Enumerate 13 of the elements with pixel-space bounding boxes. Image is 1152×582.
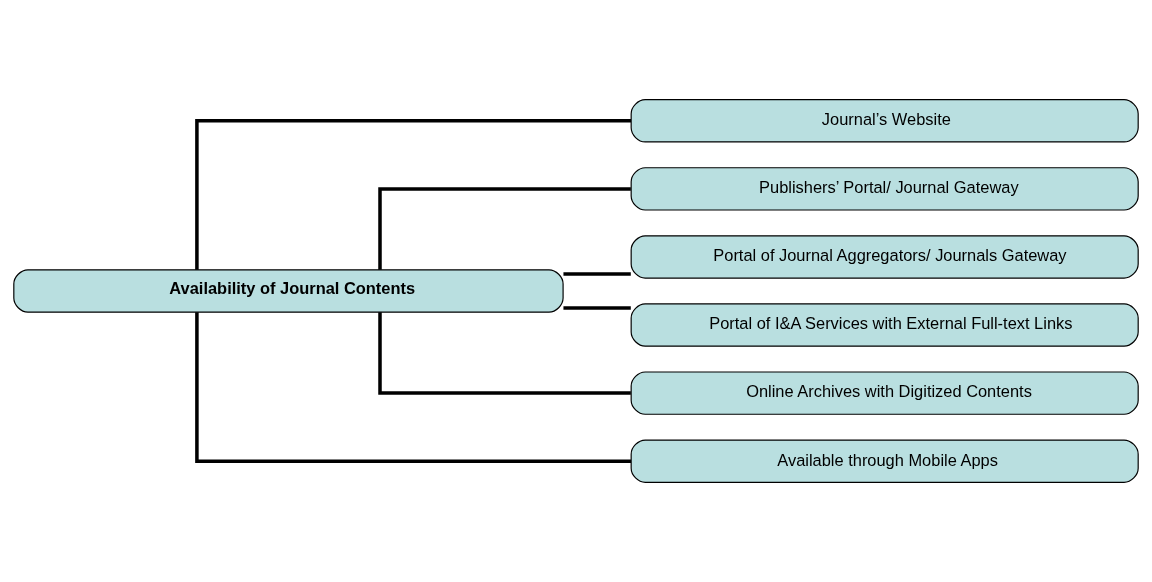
connector bbox=[378, 312, 631, 395]
node-box: Availability of Journal Contents bbox=[13, 269, 564, 313]
node-box: Available through Mobile Apps bbox=[630, 439, 1139, 483]
node-box: Portal of Journal Aggregators/ Journals Gateway bbox=[630, 235, 1139, 279]
connector bbox=[195, 312, 631, 463]
connector bbox=[195, 119, 631, 270]
node-box: Journal’s Website bbox=[630, 99, 1139, 143]
node-box: Publishers’ Portal/ Journal Gateway bbox=[630, 167, 1139, 211]
connector bbox=[378, 187, 631, 270]
connector bbox=[563, 306, 631, 310]
connector bbox=[563, 272, 631, 276]
node-box: Portal of I&A Services with External Full-text Links bbox=[630, 303, 1139, 347]
node-box: Online Archives with Digitized Contents bbox=[630, 371, 1139, 415]
